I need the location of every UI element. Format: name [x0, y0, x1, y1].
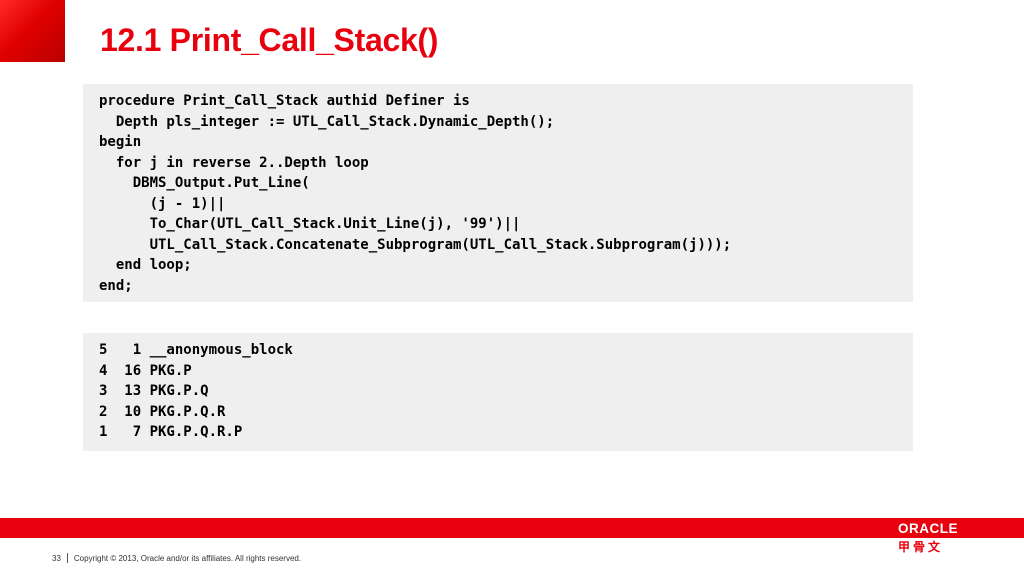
code-line: UTL_Call_Stack.Concatenate_Subprogram(UT…: [99, 236, 732, 253]
copyright-text: Copyright © 2013, Oracle and/or its affi…: [73, 554, 302, 563]
code-line: (j - 1)||: [99, 195, 226, 212]
output-line: 2 10 PKG.P.Q.R: [99, 403, 226, 420]
code-block-procedure: procedure Print_Call_Stack authid Define…: [83, 84, 913, 302]
code-line: for j in reverse 2..Depth loop: [99, 154, 369, 171]
output-line: 4 16 PKG.P: [99, 362, 192, 379]
code-line: Depth pls_integer := UTL_Call_Stack.Dyna…: [99, 113, 555, 130]
output-line: 3 13 PKG.P.Q: [99, 383, 209, 399]
footer: 33 Copyright © 2013, Oracle and/or its af…: [52, 553, 301, 563]
code-line: end;: [99, 277, 133, 294]
code-line: procedure Print_Call_Stack authid Define…: [99, 93, 470, 109]
oracle-logo: ORACLE 甲骨文: [898, 521, 978, 555]
code-line: end loop;: [99, 257, 192, 273]
logo-text: ORACLE: [898, 521, 958, 536]
corner-decoration: [0, 0, 65, 62]
footer-divider: [66, 553, 68, 563]
slide-title: 12.1 Print_Call_Stack(): [100, 22, 439, 58]
output-line: 1 7 PKG.P.Q.R.P: [99, 424, 243, 440]
page-number: 33: [52, 554, 61, 563]
footer-bar: [0, 518, 1024, 538]
code-line: DBMS_Output.Put_Line(: [99, 175, 310, 191]
code-line: begin: [99, 134, 142, 150]
code-line: To_Char(UTL_Call_Stack.Unit_Line(j), '99…: [99, 216, 521, 232]
code-block-output: 5 1 __anonymous_block 4 16 PKG.P 3 13 PK…: [83, 333, 913, 451]
output-line: 5 1 __anonymous_block: [99, 342, 293, 358]
logo-cn-text: 甲骨文: [898, 540, 944, 554]
